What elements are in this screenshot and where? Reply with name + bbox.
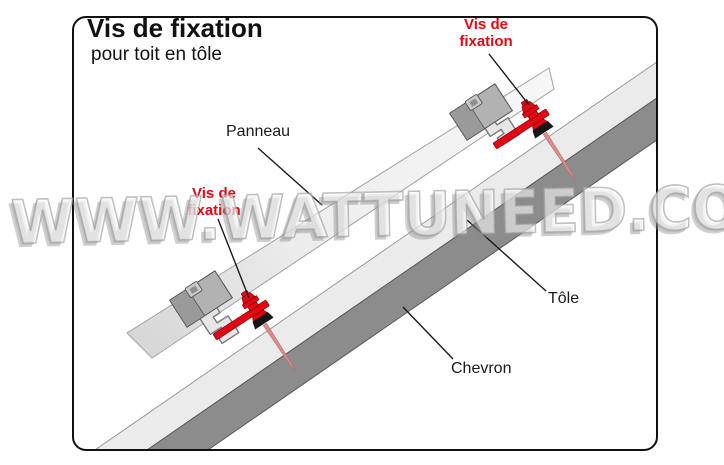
leader-tole bbox=[466, 219, 547, 292]
leader-vis-fixation-left bbox=[217, 218, 250, 299]
label-panneau: Panneau bbox=[226, 123, 291, 140]
label-vis-fixation-left: Vis de fixation bbox=[169, 185, 259, 219]
label-vis-fixation-left-line1: Vis de bbox=[192, 185, 236, 202]
label-vis-fixation-left-line2: fixation bbox=[187, 202, 241, 219]
page-title: Vis de fixation bbox=[87, 13, 263, 43]
tole-band bbox=[72, 45, 657, 450]
leader-lines bbox=[217, 53, 547, 360]
label-vis-fixation-top-line1: Vis de bbox=[464, 16, 508, 33]
chevron-band bbox=[72, 81, 657, 450]
roof-layers bbox=[72, 45, 657, 450]
label-vis-fixation-top-line2: fixation bbox=[459, 33, 513, 50]
label-vis-fixation-top: Vis de fixation bbox=[441, 16, 531, 50]
leader-vis-fixation-top bbox=[488, 53, 530, 106]
leader-panneau bbox=[257, 147, 323, 206]
panneau-band bbox=[126, 67, 555, 359]
label-chevron: Chevron bbox=[451, 360, 512, 377]
label-tole: Tôle bbox=[548, 290, 580, 307]
leader-chevron bbox=[402, 306, 454, 360]
page-subtitle: pour toit en tôle bbox=[91, 44, 222, 65]
